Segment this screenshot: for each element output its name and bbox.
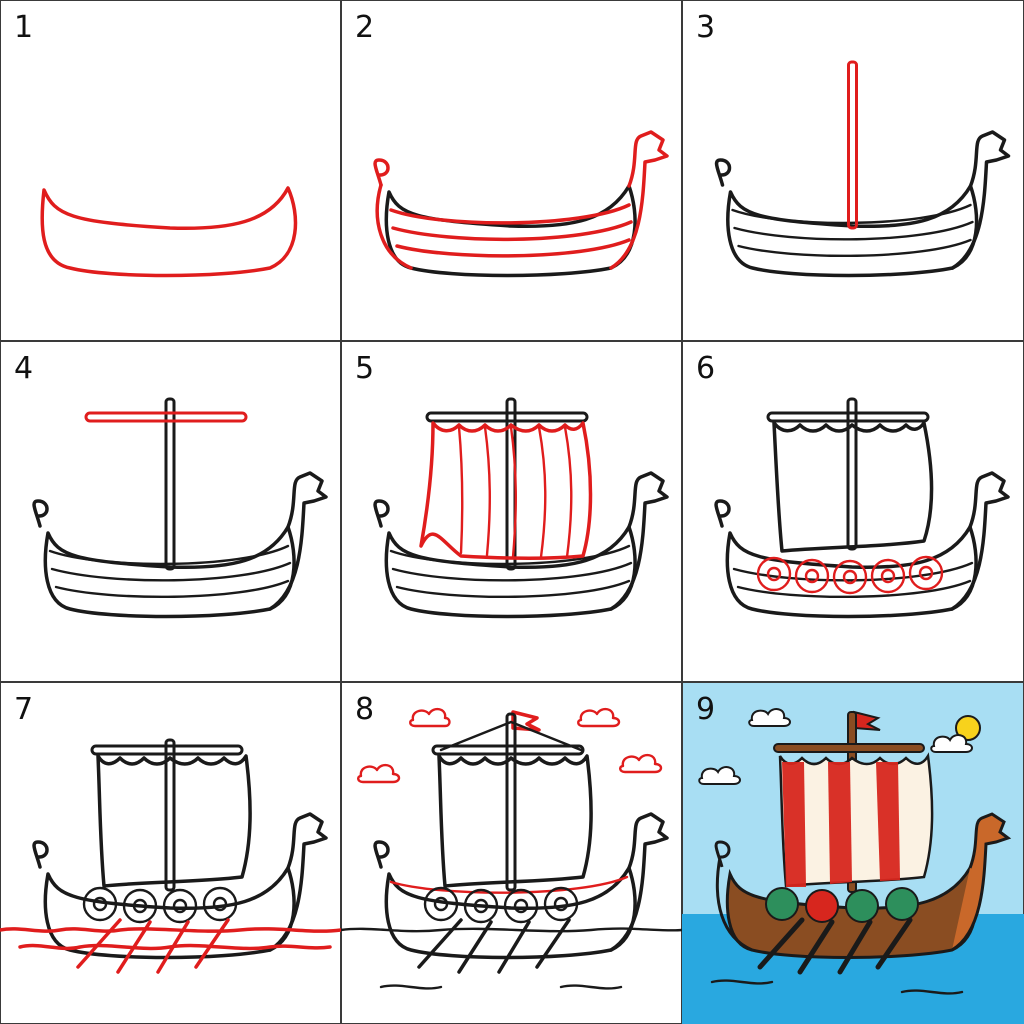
step-1-panel: 1 bbox=[0, 0, 341, 341]
step-2-drawing bbox=[373, 130, 669, 278]
step-1-drawing bbox=[40, 186, 298, 278]
step-9-drawing bbox=[682, 708, 1024, 1024]
step-3-drawing bbox=[714, 60, 1011, 278]
step-3-panel: 3 bbox=[682, 0, 1024, 341]
step-number: 2 bbox=[355, 10, 375, 45]
step-number: 8 bbox=[355, 692, 375, 727]
step-7-drawing bbox=[0, 738, 341, 974]
step-9-panel: 9 bbox=[682, 682, 1024, 1024]
step-number: 9 bbox=[696, 692, 716, 727]
step-number: 7 bbox=[14, 692, 34, 727]
step-5-drawing bbox=[373, 397, 669, 619]
step-8-drawing bbox=[341, 707, 682, 990]
step-number: 5 bbox=[355, 351, 375, 386]
step-2-panel: 2 bbox=[341, 0, 682, 341]
step-6-drawing bbox=[714, 397, 1010, 619]
step-number: 6 bbox=[696, 351, 716, 386]
step-5-panel: 5 bbox=[341, 341, 682, 682]
step-4-panel: 4 bbox=[0, 341, 341, 682]
step-number: 3 bbox=[696, 10, 716, 45]
step-number: 4 bbox=[14, 351, 34, 386]
step-8-panel: 8 bbox=[341, 682, 682, 1024]
step-7-panel: 7 bbox=[0, 682, 341, 1024]
step-number: 1 bbox=[14, 10, 34, 45]
step-6-panel: 6 bbox=[682, 341, 1024, 682]
step-4-drawing bbox=[32, 397, 328, 619]
